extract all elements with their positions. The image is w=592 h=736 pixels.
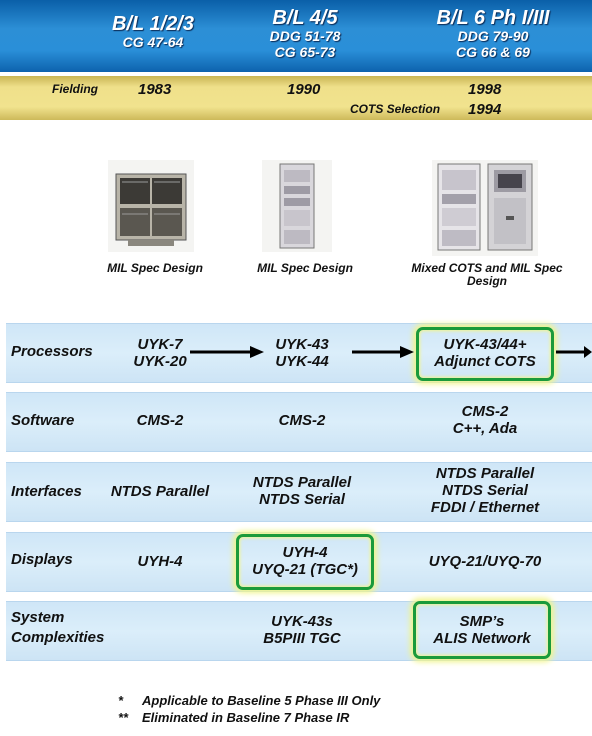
cell-line: NTDS Serial [442,482,528,499]
processors-bl6-cell: UYK-43/44+ Adjunct COTS [416,336,554,370]
displays-bl45-highlight [236,534,374,590]
cots-selection-year: 1994 [468,101,502,118]
interfaces-bl45-cell: NTDS Parallel NTDS Serial [240,474,364,508]
cell-line: NTDS Parallel [252,474,352,491]
cell-line: NTDS Parallel [110,483,210,500]
label-line: Complexities [11,629,105,646]
progression-arrow-icon [352,346,414,358]
interfaces-row [6,462,592,522]
processors-row [6,323,592,383]
baseline-hull-range: CG 47-64 [122,34,184,50]
fielding-year-bl123: 1983 [138,81,172,98]
progression-arrow-icon [190,346,264,358]
mil-spec-cabinet-photo-1 [108,160,194,252]
baseline-hull-range: DDG 79-90 [457,28,529,44]
system-complexities-bl45-cell: UYK-43s B5PIII TGC [240,613,364,647]
cell-line: UYH-4 [137,553,183,570]
footnote-mark: * [118,693,124,708]
cell-line: UYK-44 [275,353,329,370]
baseline-hull-range: CG 66 & 69 [456,44,530,60]
processors-bl45-cell: UYK-43 UYK-44 [252,336,352,370]
displays-row [6,532,592,592]
mixed-cots-cabinet-photo [432,160,538,256]
baseline-hull-range: DDG 51-78 [269,28,341,44]
hardware-caption-1: MIL Spec Design [107,261,203,275]
displays-bl45-cell: UYH-4 UYQ-21 (TGC*) [236,544,374,578]
mil-spec-cabinet-photo-2 [262,160,332,252]
cell-line: NTDS Parallel [435,465,535,482]
baseline-1-2-3-header: B/L 1/2/3 CG 47-64 [88,14,218,50]
software-bl123-cell: CMS-2 [110,412,210,429]
fielding-band [0,76,592,120]
cell-line: CMS-2 [461,403,509,420]
baseline-header-band [0,0,592,72]
cell-line: UYH-4 [282,544,328,561]
baseline-title: B/L 4/5 [272,7,338,29]
footnote-baseline5: * Applicable to Baseline 5 Phase III Only [118,692,380,709]
software-bl6-cell: CMS-2 C++, Ada [416,403,554,437]
interfaces-bl123-cell: NTDS Parallel [100,483,220,500]
cell-line: CMS-2 [278,412,326,429]
fielding-year-bl45: 1990 [287,81,321,98]
cell-line: FDDI / Ethernet [430,499,540,516]
interfaces-label: Interfaces [11,483,82,500]
displays-bl6-cell: UYQ-21/UYQ-70 [410,553,560,570]
cell-line: Adjunct COTS [434,353,536,370]
cell-line: UYK-43 [275,336,329,353]
footnote-mark: ** [118,710,129,725]
system-complexities-label: System Complexities [11,608,104,648]
system-complexities-bl6-cell: SMP’s ALIS Network [413,613,551,647]
cell-line: UYQ-21/UYQ-70 [428,553,542,570]
hardware-caption-3: Mixed COTS and MIL Spec Design [411,261,563,288]
cell-line: UYK-43/44+ [443,336,527,353]
cell-line: C++, Ada [452,420,518,437]
footnote-text: Eliminated in Baseline 7 Phase IR [142,710,350,725]
interfaces-bl6-cell: NTDS Parallel NTDS Serial FDDI / Etherne… [410,465,560,516]
baseline-title: B/L 1/2/3 [112,13,194,35]
cell-line: ALIS Network [433,630,531,647]
cots-selection-label: COTS Selection [350,102,441,116]
processors-bl123-cell: UYK-7 UYK-20 [110,336,210,370]
cell-line: UYK-20 [133,353,187,370]
fielding-year-bl6: 1998 [468,81,502,98]
label-line: System [11,609,65,626]
baseline-4-5-header: B/L 4/5 DDG 51-78 CG 65-73 [240,8,370,60]
processors-label: Processors [11,343,93,360]
fielding-label: Fielding [52,82,98,96]
baseline-hull-range: CG 65-73 [274,44,336,60]
footnote-baseline7: ** Eliminated in Baseline 7 Phase IR [118,709,349,726]
baseline-title: B/L 6 Ph I/III [436,7,550,29]
cell-line: UYK-43s [271,613,333,630]
system-complexities-row [6,601,592,661]
cell-line: NTDS Serial [259,491,345,508]
software-bl45-cell: CMS-2 [252,412,352,429]
system-complexities-bl6-highlight [413,601,551,659]
processors-bl6-highlight [416,327,554,381]
displays-bl123-cell: UYH-4 [110,553,210,570]
hardware-caption-2: MIL Spec Design [257,261,353,275]
software-label: Software [11,412,75,429]
cell-line: CMS-2 [136,412,184,429]
cell-line: UYK-7 [137,336,183,353]
cell-line: UYQ-21 (TGC*) [252,561,358,578]
displays-label: Displays [11,551,73,568]
cell-line: B5PIII TGC [263,630,341,647]
continuation-arrow-icon [556,346,592,358]
cell-line: SMP’s [459,613,505,630]
footnote-text: Applicable to Baseline 5 Phase III Only [142,693,381,708]
baseline-6-header: B/L 6 Ph I/III DDG 79-90 CG 66 & 69 [408,8,578,60]
software-row [6,392,592,452]
